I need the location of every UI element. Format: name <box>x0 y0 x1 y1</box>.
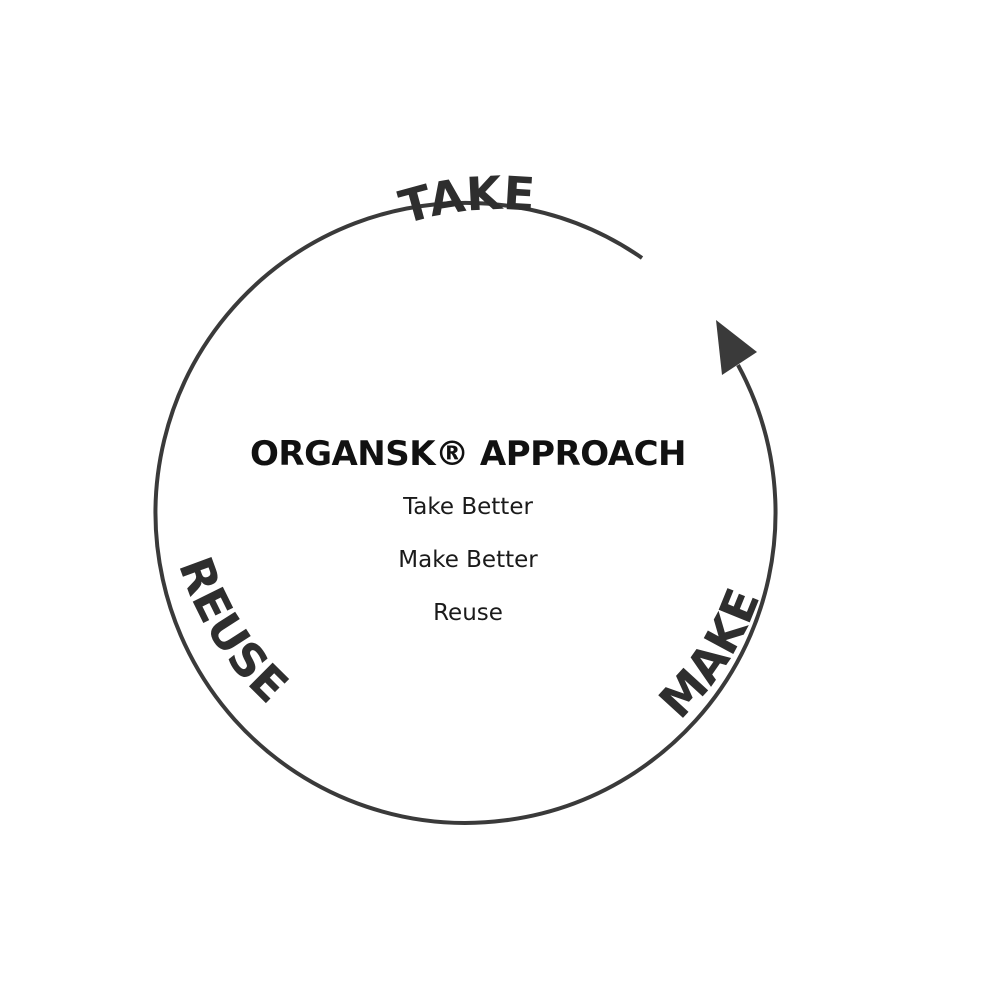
approach-item-reuse: Reuse <box>433 600 503 626</box>
approach-item-make-better: Make Better <box>398 547 538 573</box>
cycle-arrowhead-icon <box>716 320 757 375</box>
approach-list: Take Better Make Better Reuse <box>200 494 736 627</box>
cycle-label-take: TAKE <box>394 166 537 235</box>
center-text-block: ORGANSK® APPROACH Take Better Make Bette… <box>200 428 736 627</box>
approach-item-take-better: Take Better <box>403 494 533 520</box>
cycle-arc <box>153 200 778 825</box>
diagram-title: ORGANSK® APPROACH <box>250 434 686 474</box>
